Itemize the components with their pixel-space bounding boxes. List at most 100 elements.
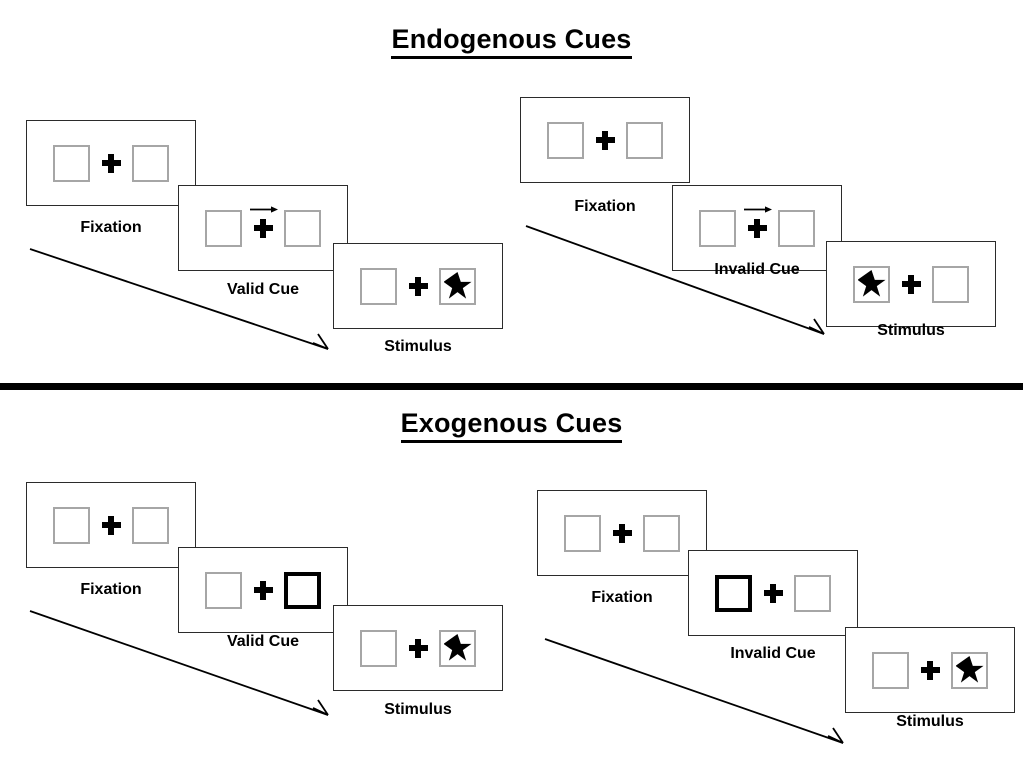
stage-frame-endo-invalid-fixation <box>520 97 690 183</box>
fixation-center <box>397 266 439 306</box>
panel-divider <box>0 383 1023 390</box>
fixation-cross-icon <box>408 638 428 658</box>
stage-display-exo-valid-fixation <box>27 483 195 567</box>
fixation-cross-icon <box>612 523 632 543</box>
left-box <box>205 571 242 609</box>
right-box <box>439 629 476 667</box>
fixation-cross-icon <box>763 583 783 603</box>
stage-label-exo-valid-fixation: Fixation <box>80 581 142 598</box>
stage-frame-endo-valid-cue <box>178 185 348 271</box>
time-flow-arrow-endogenous-valid <box>29 248 329 350</box>
left-box-cued <box>715 574 752 612</box>
stage-label-exo-invalid-cue: Invalid Cue <box>730 645 816 662</box>
fixation-cross-icon <box>408 276 428 296</box>
right-box <box>643 514 680 552</box>
stage-label-exo-valid-stimulus: Stimulus <box>384 701 452 718</box>
stage-display-endo-invalid-cue <box>673 186 841 270</box>
panel-title-endogenous: Endogenous Cues <box>0 24 1023 59</box>
stage-label-endo-valid-fixation: Fixation <box>80 219 142 236</box>
target-star-icon <box>443 272 472 299</box>
stage-label-exo-invalid-fixation: Fixation <box>591 589 653 606</box>
fixation-center <box>909 650 951 690</box>
stage-display-endo-invalid-stimulus <box>827 242 995 326</box>
left-box <box>360 267 397 305</box>
stage-frame-exo-invalid-stimulus <box>845 627 1015 713</box>
fixation-center <box>752 573 794 613</box>
stage-display-exo-valid-cue <box>179 548 347 632</box>
stage-display-exo-invalid-fixation <box>538 491 706 575</box>
left-box <box>205 209 242 247</box>
stage-frame-endo-valid-fixation <box>26 120 196 206</box>
right-box <box>794 574 831 612</box>
target-star-icon <box>443 634 472 661</box>
stage-label-exo-valid-cue: Valid Cue <box>226 633 300 650</box>
fixation-cross-icon <box>747 218 767 238</box>
left-box <box>53 506 90 544</box>
cue-arrow-right-icon <box>744 206 772 213</box>
panel-exogenous: Exogenous Cues Fixation Valid Cue <box>0 392 1023 767</box>
time-flow-arrow-endogenous-invalid <box>525 225 825 335</box>
right-box <box>951 651 988 689</box>
fixation-cross-icon <box>101 515 121 535</box>
fixation-center <box>890 264 932 304</box>
fixation-center <box>242 570 284 610</box>
fixation-center <box>397 628 439 668</box>
fixation-cross-icon <box>920 660 940 680</box>
stage-label-exo-invalid-stimulus: Stimulus <box>896 713 964 730</box>
stage-frame-endo-invalid-cue <box>672 185 842 271</box>
fixation-cross-icon <box>595 130 615 150</box>
stage-frame-exo-valid-cue <box>178 547 348 633</box>
panel-title-exogenous-text: Exogenous Cues <box>400 408 623 443</box>
time-flow-arrow-exogenous-valid <box>29 610 329 716</box>
stage-label-endo-invalid-stimulus: Stimulus <box>877 322 945 339</box>
left-box <box>547 121 584 159</box>
stage-frame-exo-valid-fixation <box>26 482 196 568</box>
right-box <box>284 209 321 247</box>
stage-display-endo-invalid-fixation <box>521 98 689 182</box>
stage-label-endo-invalid-cue: Invalid Cue <box>714 261 800 278</box>
fixation-center <box>584 120 626 160</box>
fixation-center <box>90 143 132 183</box>
stage-frame-exo-invalid-cue <box>688 550 858 636</box>
stage-display-endo-valid-cue <box>179 186 347 270</box>
target-star-icon <box>955 656 984 683</box>
right-box <box>778 209 815 247</box>
panel-endogenous: Endogenous Cues Fixation <box>0 24 1023 355</box>
right-box-cued <box>284 571 321 609</box>
left-box <box>872 651 909 689</box>
fixation-cross-icon <box>253 218 273 238</box>
stage-display-exo-invalid-cue <box>689 551 857 635</box>
left-box <box>360 629 397 667</box>
fixation-center <box>736 206 778 248</box>
fixation-center <box>242 206 284 248</box>
left-box <box>853 265 890 303</box>
left-box <box>564 514 601 552</box>
right-box <box>626 121 663 159</box>
right-box <box>132 506 169 544</box>
panel-title-exogenous: Exogenous Cues <box>0 408 1023 443</box>
stage-frame-exo-invalid-fixation <box>537 490 707 576</box>
left-box <box>53 144 90 182</box>
time-flow-arrow-exogenous-invalid <box>544 638 844 744</box>
left-box <box>699 209 736 247</box>
stage-label-endo-valid-stimulus: Stimulus <box>384 338 452 355</box>
fixation-cross-icon <box>253 580 273 600</box>
stage-frame-endo-valid-stimulus <box>333 243 503 329</box>
stage-display-exo-invalid-stimulus <box>846 628 1014 712</box>
fixation-cross-icon <box>101 153 121 173</box>
stage-display-exo-valid-stimulus <box>334 606 502 690</box>
target-star-icon <box>857 270 886 297</box>
stage-label-endo-valid-cue: Valid Cue <box>226 281 300 298</box>
stage-label-endo-invalid-fixation: Fixation <box>574 198 636 215</box>
panel-title-endogenous-text: Endogenous Cues <box>391 24 632 59</box>
fixation-center <box>601 513 643 553</box>
right-box <box>439 267 476 305</box>
stage-frame-endo-invalid-stimulus <box>826 241 996 327</box>
cue-arrow-right-icon <box>250 206 278 213</box>
fixation-center <box>90 505 132 545</box>
stage-display-endo-valid-stimulus <box>334 244 502 328</box>
stage-frame-exo-valid-stimulus <box>333 605 503 691</box>
right-box <box>132 144 169 182</box>
stage-display-endo-valid-fixation <box>27 121 195 205</box>
right-box <box>932 265 969 303</box>
